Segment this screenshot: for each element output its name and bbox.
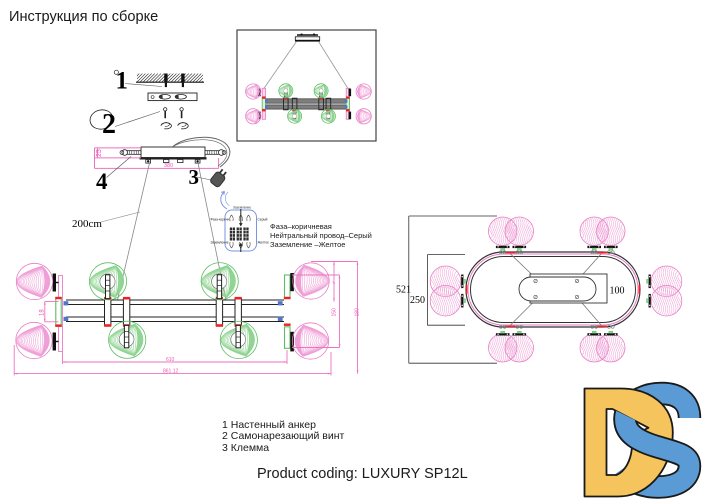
svg-text:610: 610 <box>166 357 175 363</box>
svg-text:Фаза-коричн.: Фаза-коричн. <box>211 218 231 222</box>
svg-text:521: 521 <box>396 285 411 296</box>
svg-text:250: 250 <box>410 295 425 306</box>
svg-text:1: 1 <box>116 68 129 95</box>
svg-text:Серый: Серый <box>258 218 268 222</box>
svg-text:18: 18 <box>40 309 46 316</box>
svg-text:200cm: 200cm <box>72 218 102 230</box>
svg-text:100: 100 <box>610 286 625 297</box>
svg-text:Заземление: Заземление <box>211 241 229 245</box>
svg-text:25: 25 <box>96 149 103 157</box>
svg-text:2: 2 <box>102 109 116 140</box>
svg-text:Заземление: Заземление <box>233 206 251 210</box>
svg-text:3: 3 <box>189 165 200 189</box>
svg-text:150: 150 <box>332 308 338 317</box>
svg-text:4: 4 <box>96 169 108 194</box>
svg-text:180: 180 <box>355 308 361 317</box>
svg-text:380: 380 <box>164 163 173 169</box>
svg-text:861.12: 861.12 <box>163 368 179 374</box>
svg-text:Желтое: Желтое <box>258 241 270 245</box>
